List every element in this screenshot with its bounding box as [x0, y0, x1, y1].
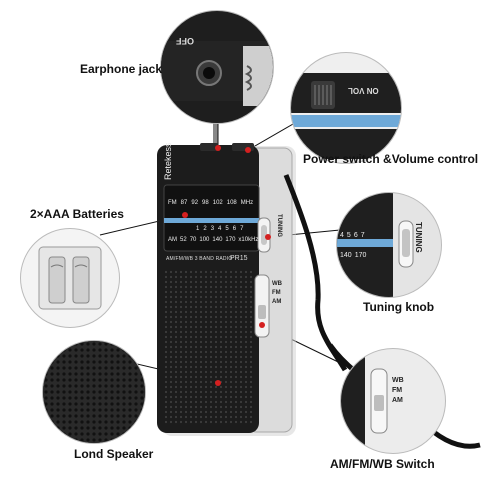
zoom-band-options: WB FM AM [392, 376, 404, 406]
callout-tuning-knob: Tuning knob [363, 300, 435, 314]
callout-band-switch: AM/FM/WB Switch [330, 457, 435, 471]
antenna [213, 105, 218, 153]
am-tick: 52 [180, 237, 187, 243]
fm-tick: 87 [180, 200, 188, 206]
zoom-batteries [20, 228, 120, 328]
fm-tick: 98 [202, 200, 209, 206]
fm-tick: 108 [226, 200, 237, 206]
zoom-band-fm: FM [392, 387, 403, 394]
am-tick: 170 [225, 237, 236, 243]
fm-tick: 92 [191, 200, 199, 206]
wb-tick: 4 [218, 226, 222, 232]
wb-tick: 6 [232, 226, 237, 232]
zoom-earphone-jack [160, 10, 274, 124]
band-am: AM [272, 299, 282, 305]
zoom-power-volume [290, 52, 402, 164]
wb-tick: 6 [353, 232, 358, 239]
zoom-band-am: AM [392, 397, 403, 404]
zoom-band-wb: WB [392, 377, 404, 384]
fm-row: FM 87 92 98 102 108 MHz [168, 200, 253, 206]
volume-label: ON VOL [348, 86, 379, 95]
wb-tick: 5 [346, 232, 351, 239]
radio-subtitle: AM/FM/WB 3 BAND RADIO [166, 256, 233, 262]
fm-label: FM [168, 200, 177, 206]
callout-speaker: Lond Speaker [74, 447, 154, 461]
zoom-tuning-knob [336, 192, 442, 298]
wb-row: 1 2 3 4 5 6 7 [196, 226, 243, 232]
am-tick: 170 [354, 252, 367, 259]
radio-model: PR15 [230, 255, 248, 262]
speaker-grille [164, 270, 253, 424]
wb-tick: 7 [240, 226, 244, 232]
am-tick: 70 [189, 237, 197, 243]
wb-tick: 1 [196, 226, 200, 232]
am-label: AM [168, 237, 177, 243]
band-wb: WB [272, 281, 282, 287]
zoom-am-scale: 140 170 [340, 252, 366, 259]
zoom-tuning-label: TUNING [414, 222, 423, 253]
radio-brand: Retekess [163, 142, 173, 180]
jack-off-label: OFF [176, 36, 194, 46]
band-options-side: WB FM AM [272, 280, 282, 307]
wb-tick: 3 [210, 226, 215, 232]
am-tick: 140 [212, 237, 223, 243]
wb-tick: 7 [360, 232, 365, 239]
am-unit: x10kHz [238, 237, 259, 243]
zoom-wb-scale: 4 5 6 7 [340, 232, 365, 239]
fm-tick: 102 [212, 200, 223, 206]
wb-tick: 5 [225, 226, 229, 232]
tuning-side-label: TUNING [276, 214, 282, 237]
am-tick: 140 [340, 252, 352, 259]
zoom-speaker [42, 340, 146, 444]
am-tick: 100 [199, 237, 210, 243]
wb-tick: 2 [203, 226, 207, 232]
fm-unit: MHz [240, 200, 254, 206]
callout-earphone-jack: Earphone jack [80, 62, 163, 76]
callout-power-volume: Power switch &Volume control [303, 152, 479, 166]
wb-tick: 4 [340, 232, 344, 239]
band-fm: FM [272, 290, 281, 296]
am-row: AM 52 70 100 140 170 x10kHz [168, 237, 258, 243]
callout-batteries: 2×AAA Batteries [30, 207, 124, 221]
